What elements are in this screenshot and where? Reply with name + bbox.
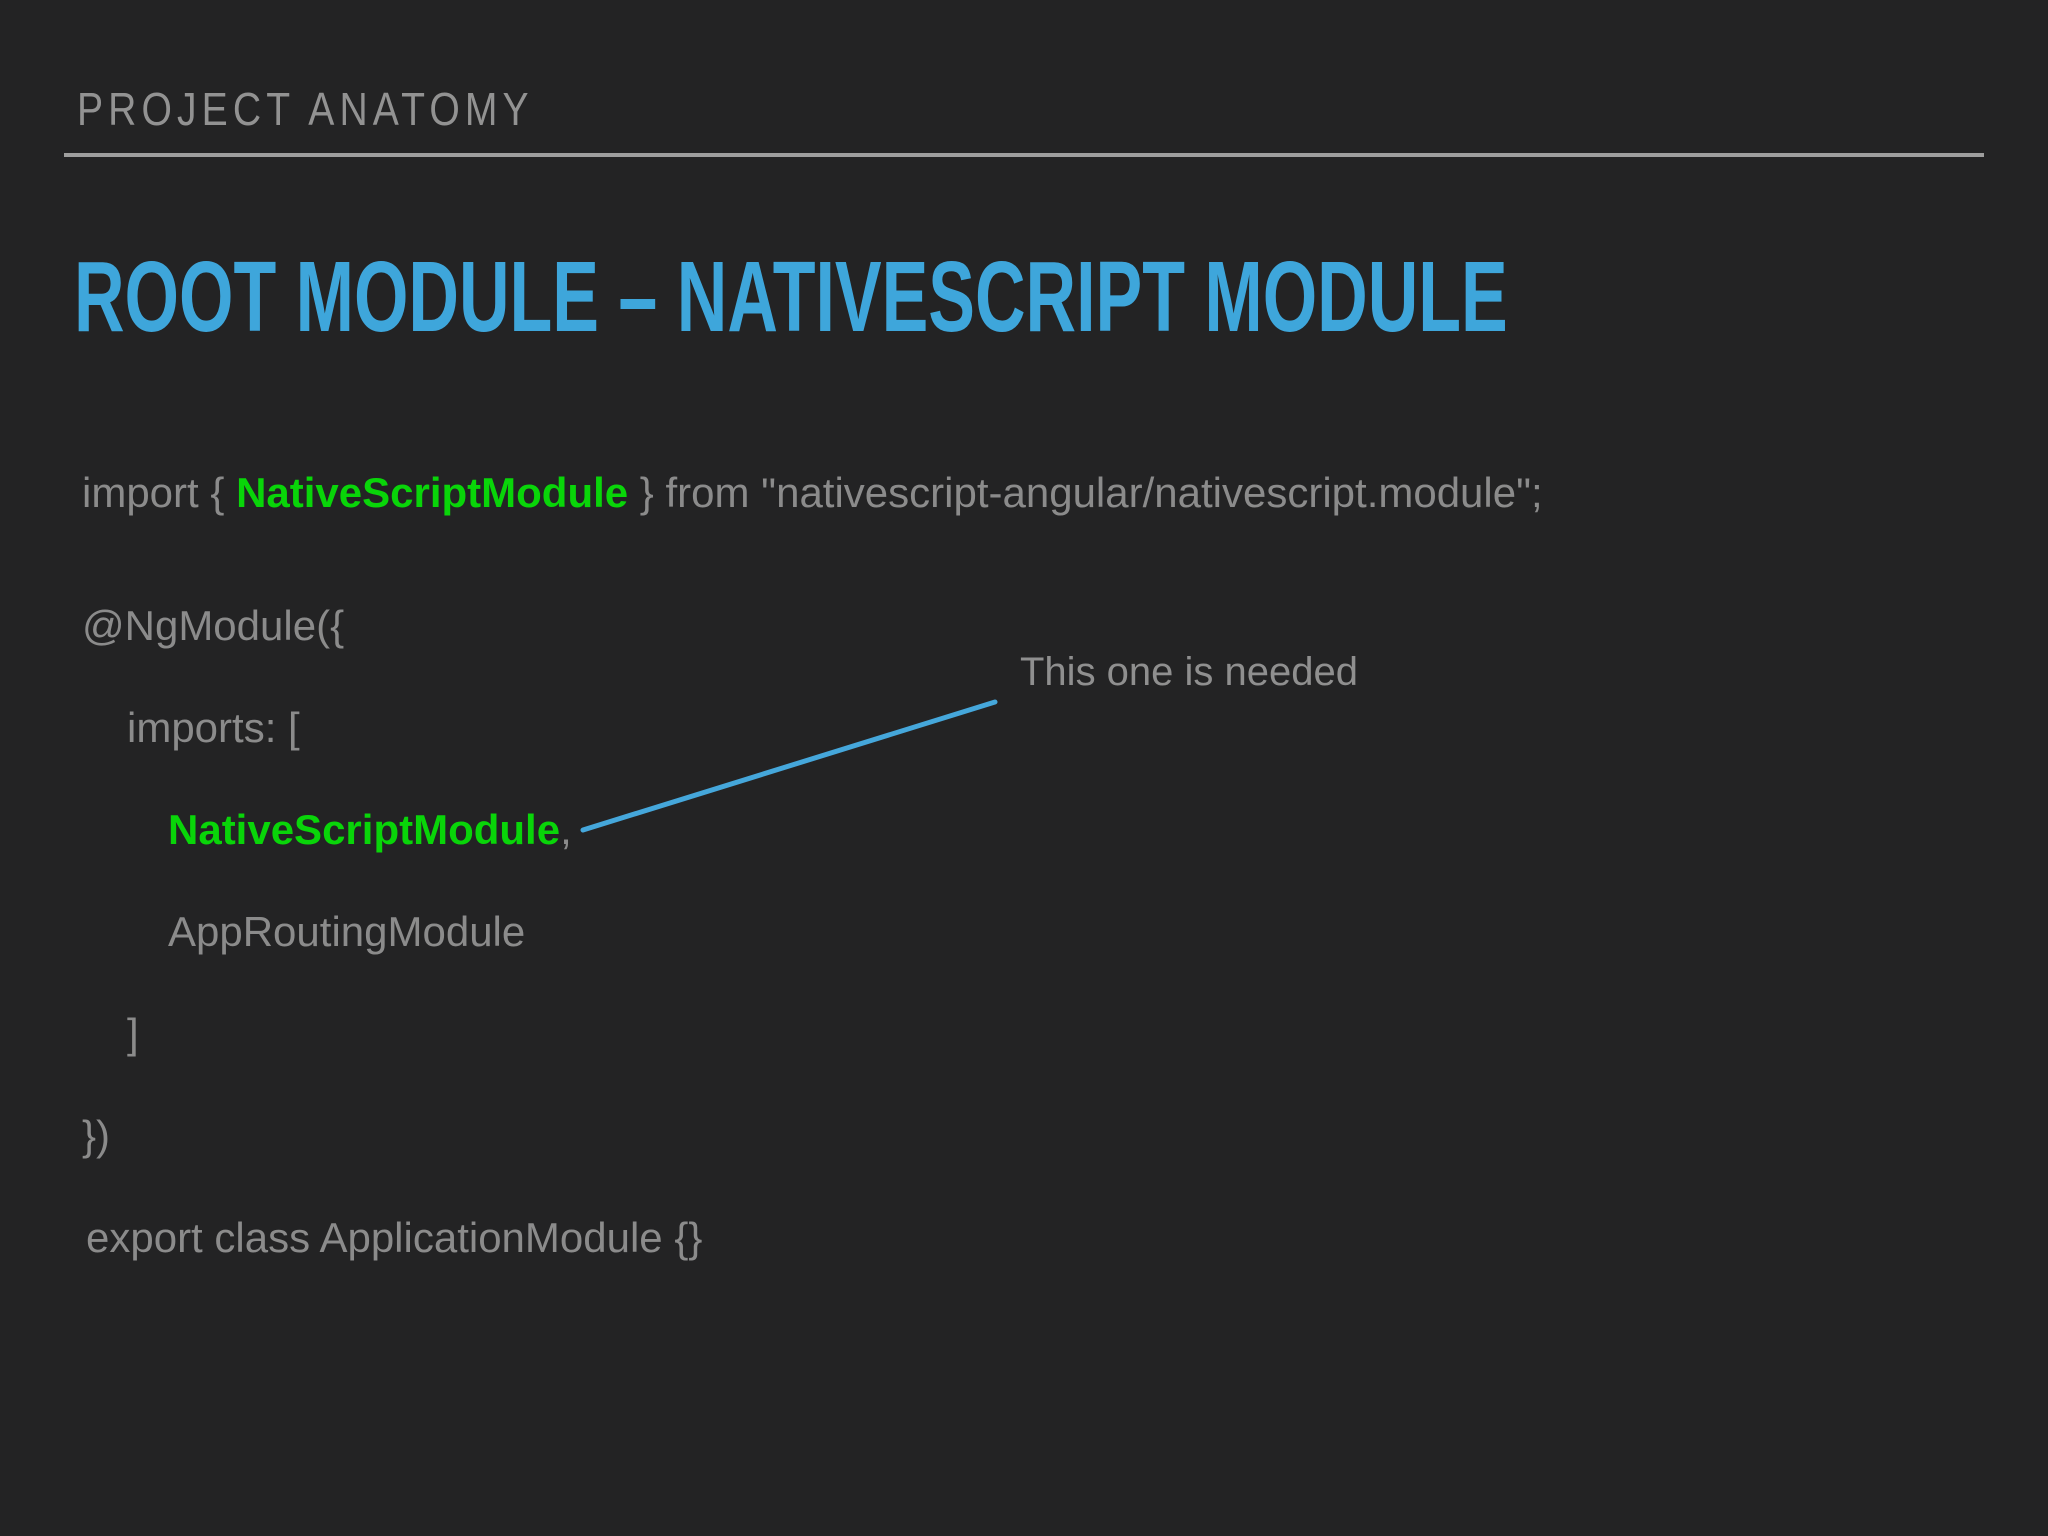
code-line-approuting-module: AppRoutingModule	[168, 908, 526, 955]
code-line-nativescript-module: NativeScriptModule,	[168, 802, 572, 858]
code-import-highlight: NativeScriptModule	[236, 469, 629, 516]
slide-kicker-label: PROJECT ANATOMY	[77, 83, 534, 135]
code-nativescript-highlight: NativeScriptModule	[168, 806, 561, 853]
code-line-imports-open: imports: [	[127, 704, 300, 751]
slide-kicker: PROJECT ANATOMY	[77, 82, 614, 136]
slide-title: ROOT MODULE – NATIVESCRIPT MODULE	[74, 240, 2048, 355]
header-divider	[64, 153, 1984, 157]
code-line-export-class: export class ApplicationModule {}	[86, 1214, 703, 1261]
callout-label: This one is needed	[1020, 650, 1359, 694]
code-line-imports-close: ]	[127, 1010, 139, 1057]
code-import-prefix: import {	[82, 469, 237, 516]
code-line-ngmodule-open: @NgModule({	[82, 602, 345, 649]
code-line-ngmodule-close: })	[82, 1112, 111, 1159]
slide-title-label: ROOT MODULE – NATIVESCRIPT MODULE	[74, 241, 1508, 353]
code-line-import: import { NativeScriptModule } from "nati…	[82, 465, 1543, 521]
code-import-suffix: } from "nativescript-angular/nativescrip…	[628, 469, 1543, 516]
code-nativescript-comma: ,	[560, 806, 572, 853]
